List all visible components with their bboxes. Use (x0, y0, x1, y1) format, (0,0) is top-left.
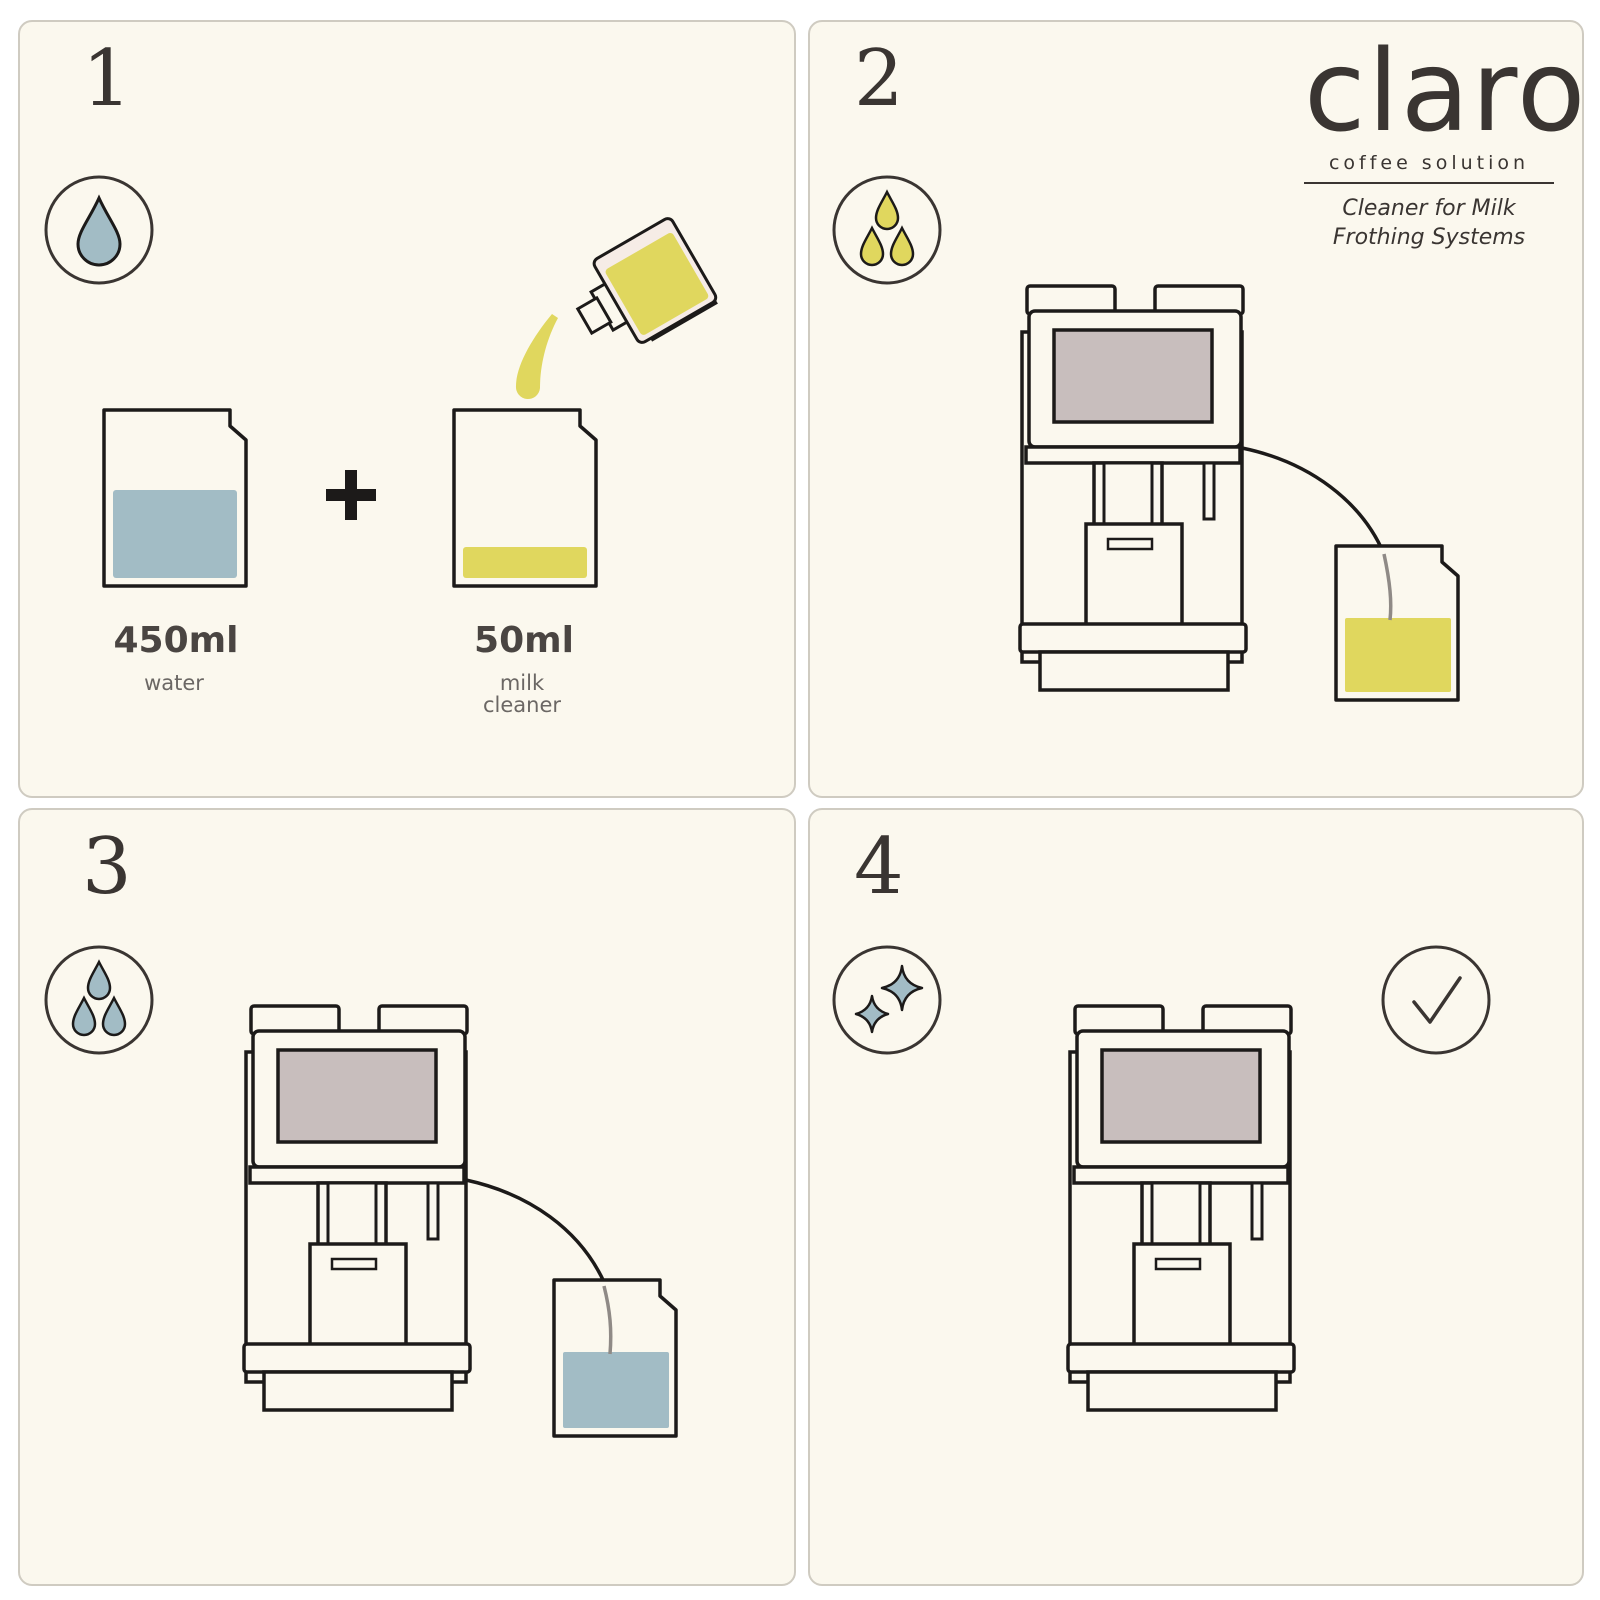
water-drop-icon (44, 175, 154, 285)
step-4-illustration (832, 945, 1491, 1412)
step-4-panel: 4 (808, 808, 1584, 1586)
water-label: water (144, 671, 204, 695)
brand-tagline: coffee solution (1304, 152, 1554, 184)
coffee-machine (242, 1004, 472, 1412)
cleaner-amount: 50ml (474, 620, 574, 661)
step-1-number: 1 (82, 34, 132, 124)
three-blue-drops-icon (44, 945, 154, 1055)
milk-tube (465, 1178, 606, 1283)
brand-description-line1: Cleaner for Milk (1342, 196, 1516, 221)
brand-name: claro (1304, 27, 1584, 157)
three-yellow-drops-icon (832, 175, 942, 285)
step-3-panel: 3 (18, 808, 796, 1586)
step-1-panel: 1 450ml water (18, 20, 796, 798)
coffee-machine (1066, 1004, 1296, 1412)
water-jug (102, 408, 248, 588)
cleaner-container (1334, 544, 1460, 702)
step-2-panel: 2 (808, 20, 1584, 798)
cleaner-bottle (575, 217, 718, 344)
step-2-illustration (832, 175, 1460, 702)
cleaner-label: milk cleaner (482, 671, 562, 717)
step-2-number: 2 (854, 34, 904, 124)
step-1-illustration (44, 175, 718, 588)
plus-icon (326, 470, 376, 520)
cleaner-fill (463, 547, 587, 578)
coffee-machine (1018, 284, 1248, 692)
step-3-illustration (44, 945, 678, 1438)
water-container (552, 1278, 678, 1438)
sparkle-icon (832, 945, 942, 1055)
brand-description-line2: Frothing Systems (1332, 225, 1526, 250)
cleaner-jug (452, 408, 598, 588)
step-4-number: 4 (854, 822, 904, 912)
step-3-number: 3 (82, 822, 132, 912)
pour-stream (515, 314, 558, 400)
water-fill (113, 490, 237, 578)
water-amount: 450ml (113, 620, 239, 661)
milk-tube (1241, 446, 1386, 555)
checkmark-icon (1381, 945, 1491, 1055)
brand-logo: claro coffee solution Cleaner for Milk F… (1304, 27, 1584, 252)
